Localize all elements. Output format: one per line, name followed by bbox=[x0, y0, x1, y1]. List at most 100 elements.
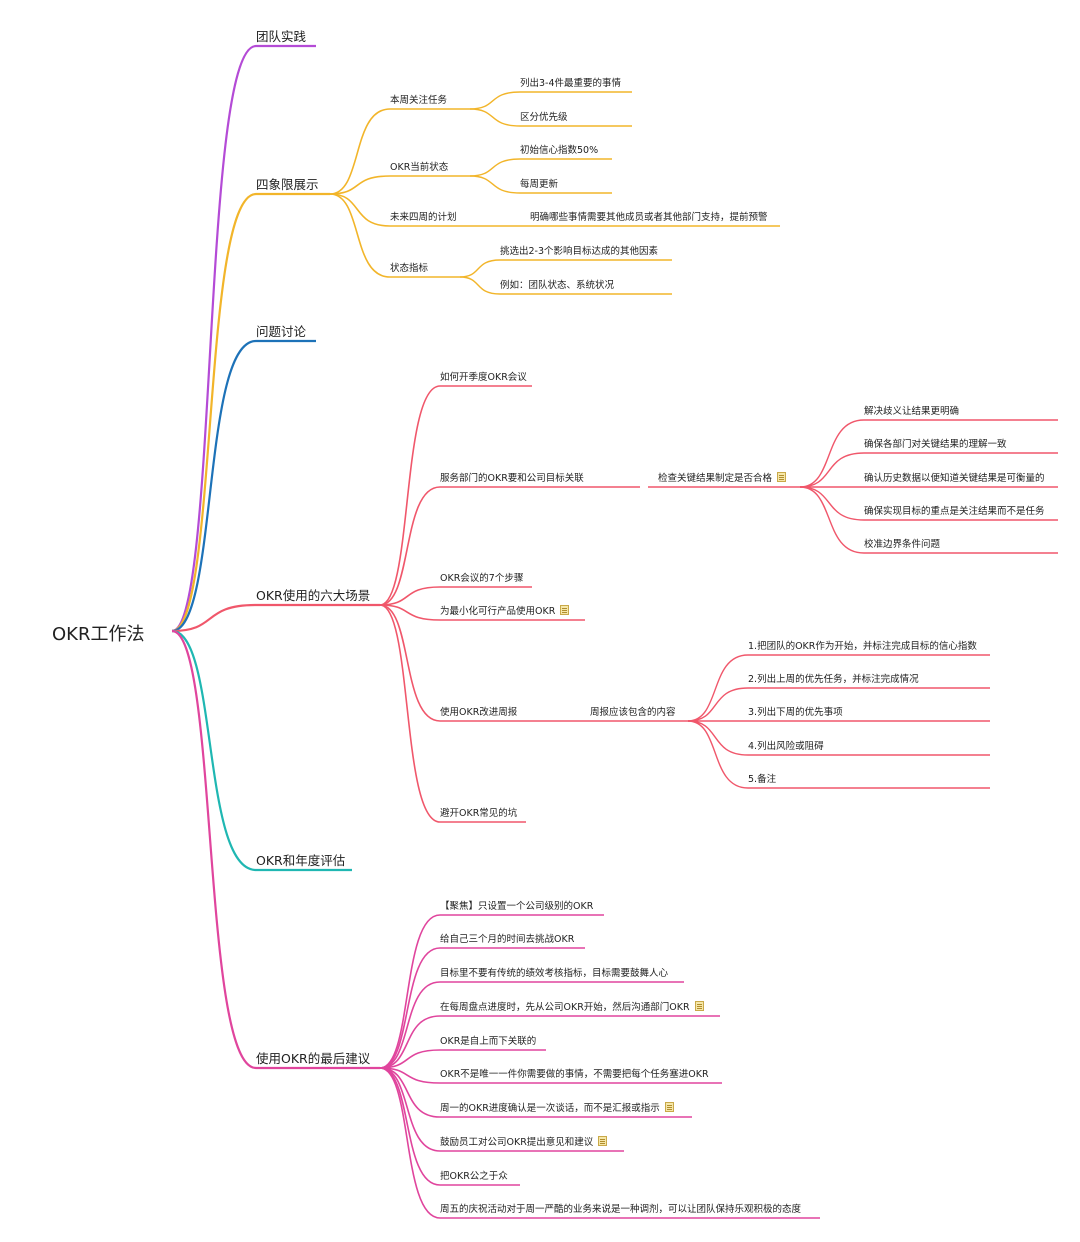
topic-node[interactable]: 如何开季度OKR会议 bbox=[440, 369, 527, 383]
branch-node-label: 问题讨论 bbox=[256, 324, 307, 339]
topic-node-label: OKR不是唯一一件你需要做的事情，不需要把每个任务塞进OKR bbox=[440, 1069, 709, 1080]
topic-connector bbox=[379, 1067, 441, 1084]
topic-connector bbox=[379, 1067, 441, 1219]
topic-connector bbox=[379, 486, 441, 606]
note-icon[interactable] bbox=[560, 605, 570, 615]
branch-node[interactable]: 问题讨论 bbox=[256, 321, 306, 340]
detail-connector bbox=[799, 452, 865, 488]
detail-connector bbox=[687, 720, 749, 789]
topic-node[interactable]: 在每周盘点进度时，先从公司OKR开始，然后沟通部门OKR bbox=[440, 999, 704, 1013]
branch-node-label: OKR使用的六大场景 bbox=[256, 588, 371, 603]
branch-connector bbox=[171, 339, 257, 633]
topic-node[interactable]: 服务部门的OKR要和公司目标关联 bbox=[440, 470, 584, 484]
note-icon[interactable] bbox=[598, 1136, 608, 1146]
subtopic-node[interactable]: 每周更新 bbox=[520, 176, 558, 190]
branch-node-label: 使用OKR的最后建议 bbox=[256, 1051, 371, 1066]
topic-node-label: 如何开季度OKR会议 bbox=[440, 372, 527, 383]
topic-node[interactable]: 【聚焦】只设置一个公司级别的OKR bbox=[440, 898, 593, 912]
topic-node-label: 在每周盘点进度时，先从公司OKR开始，然后沟通部门OKR bbox=[440, 1002, 690, 1013]
topic-node[interactable]: OKR当前状态 bbox=[390, 159, 448, 173]
topic-node[interactable]: 鼓励员工对公司OKR提出意见和建议 bbox=[440, 1134, 608, 1148]
subtopic-node[interactable]: 列出3-4件最重要的事情 bbox=[520, 75, 621, 89]
subtopic-node[interactable]: 区分优先级 bbox=[520, 109, 568, 123]
topic-node[interactable]: 避开OKR常见的坑 bbox=[440, 805, 517, 819]
topic-node[interactable]: OKR是自上而下关联的 bbox=[440, 1033, 536, 1047]
note-icon[interactable] bbox=[777, 472, 787, 482]
topic-node[interactable]: 给自己三个月的时间去挑战OKR bbox=[440, 931, 574, 945]
topic-node-label: 服务部门的OKR要和公司目标关联 bbox=[440, 473, 584, 484]
branch-connector bbox=[171, 192, 257, 633]
detail-node[interactable]: 5.备注 bbox=[748, 771, 776, 785]
topic-node-label: OKR会议的7个步骤 bbox=[440, 573, 524, 584]
detail-node-label: 5.备注 bbox=[748, 774, 777, 785]
topic-node[interactable]: 本周关注任务 bbox=[390, 92, 447, 106]
branch-node[interactable]: OKR和年度评估 bbox=[256, 850, 345, 869]
topic-node[interactable]: 未来四周的计划 bbox=[390, 209, 457, 223]
subtopic-connector bbox=[469, 158, 521, 177]
subtopic-node[interactable]: 检查关键结果制定是否合格 bbox=[658, 470, 787, 484]
note-icon[interactable] bbox=[664, 1102, 674, 1112]
subtopic-node[interactable]: 初始信心指数50% bbox=[520, 142, 598, 156]
subtopic-node[interactable]: 周报应该包含的内容 bbox=[590, 704, 676, 718]
detail-node[interactable]: 1.把团队的OKR作为开始，并标注完成目标的信心指数 bbox=[748, 638, 977, 652]
topic-node[interactable]: 使用OKR改进周报 bbox=[440, 704, 517, 718]
detail-node[interactable]: 3.列出下周的优先事项 bbox=[748, 704, 843, 718]
detail-node-label: 校准边界条件问题 bbox=[864, 539, 941, 550]
branch-node-label: 团队实践 bbox=[256, 29, 307, 44]
subtopic-node-label: 每周更新 bbox=[520, 179, 559, 190]
detail-node[interactable]: 确认历史数据以便知道关键结果是可衡量的 bbox=[864, 470, 1045, 484]
note-icon[interactable] bbox=[694, 1001, 704, 1011]
branch-node-label: OKR和年度评估 bbox=[256, 853, 346, 868]
branch-connector bbox=[171, 629, 257, 1070]
topic-node-label: 鼓励员工对公司OKR提出意见和建议 bbox=[440, 1137, 594, 1148]
detail-node[interactable]: 4.列出风险或阻碍 bbox=[748, 738, 824, 752]
topic-node[interactable]: 周五的庆祝活动对于周一严酷的业务来说是一种调剂，可以让团队保持乐观积极的态度 bbox=[440, 1201, 801, 1215]
detail-connector bbox=[687, 654, 749, 722]
subtopic-connector bbox=[469, 175, 521, 194]
subtopic-connector bbox=[469, 91, 521, 110]
topic-connector bbox=[379, 604, 441, 621]
topic-node-label: 为最小化可行产品使用OKR bbox=[440, 606, 556, 617]
topic-connector bbox=[379, 1015, 441, 1069]
branch-node[interactable]: 团队实践 bbox=[256, 26, 306, 45]
topic-connector bbox=[379, 1049, 441, 1069]
detail-connector bbox=[799, 486, 865, 554]
detail-node-label: 确保各部门对关键结果的理解一致 bbox=[864, 439, 1007, 450]
topic-connector bbox=[379, 604, 441, 722]
detail-node-label: 2.列出上周的优先任务，并标注完成情况 bbox=[748, 674, 919, 685]
detail-node-label: 解决歧义让结果更明确 bbox=[864, 406, 960, 417]
detail-node[interactable]: 校准边界条件问题 bbox=[864, 536, 940, 550]
topic-node-label: 周五的庆祝活动对于周一严酷的业务来说是一种调剂，可以让团队保持乐观积极的态度 bbox=[440, 1204, 802, 1215]
subtopic-node-label: 周报应该包含的内容 bbox=[590, 707, 676, 718]
subtopic-node-label: 列出3-4件最重要的事情 bbox=[520, 78, 622, 89]
branch-node[interactable]: 使用OKR的最后建议 bbox=[256, 1048, 370, 1067]
detail-node[interactable]: 确保实现目标的重点是关注结果而不是任务 bbox=[864, 503, 1045, 517]
topic-node[interactable]: 周一的OKR进度确认是一次谈话，而不是汇报或指示 bbox=[440, 1100, 674, 1114]
topic-node[interactable]: 状态指标 bbox=[390, 260, 428, 274]
branch-node[interactable]: 四象限展示 bbox=[256, 174, 319, 193]
detail-node-label: 4.列出风险或阻碍 bbox=[748, 741, 824, 752]
subtopic-node-label: 初始信心指数50% bbox=[520, 145, 599, 156]
detail-node[interactable]: 2.列出上周的优先任务，并标注完成情况 bbox=[748, 671, 919, 685]
topic-node-label: 状态指标 bbox=[390, 263, 429, 274]
topic-node-label: 本周关注任务 bbox=[390, 95, 448, 106]
topic-node[interactable]: 为最小化可行产品使用OKR bbox=[440, 603, 570, 617]
subtopic-node-label: 检查关键结果制定是否合格 bbox=[658, 473, 773, 484]
root-topic: OKR工作法 bbox=[52, 624, 145, 645]
subtopic-node[interactable]: 明确哪些事情需要其他成员或者其他部门支持，提前预警 bbox=[530, 209, 768, 223]
topic-connector bbox=[379, 385, 441, 606]
topic-node-label: 使用OKR改进周报 bbox=[440, 707, 518, 718]
topic-node[interactable]: 把OKR公之于众 bbox=[440, 1168, 508, 1182]
topic-node[interactable]: OKR会议的7个步骤 bbox=[440, 570, 523, 584]
topic-node[interactable]: OKR不是唯一一件你需要做的事情，不需要把每个任务塞进OKR bbox=[440, 1066, 709, 1080]
detail-node[interactable]: 解决歧义让结果更明确 bbox=[864, 403, 959, 417]
topic-connector bbox=[379, 1067, 441, 1118]
branch-connector bbox=[171, 44, 257, 633]
branch-node[interactable]: OKR使用的六大场景 bbox=[256, 585, 370, 604]
subtopic-node[interactable]: 挑选出2-3个影响目标达成的其他因素 bbox=[500, 243, 658, 257]
topic-node-label: OKR当前状态 bbox=[390, 162, 449, 173]
topic-connector bbox=[379, 604, 441, 823]
subtopic-node[interactable]: 例如：团队状态、系统状况 bbox=[500, 277, 614, 291]
detail-node[interactable]: 确保各部门对关键结果的理解一致 bbox=[864, 436, 1007, 450]
topic-node[interactable]: 目标里不要有传统的绩效考核指标，目标需要鼓舞人心 bbox=[440, 965, 668, 979]
